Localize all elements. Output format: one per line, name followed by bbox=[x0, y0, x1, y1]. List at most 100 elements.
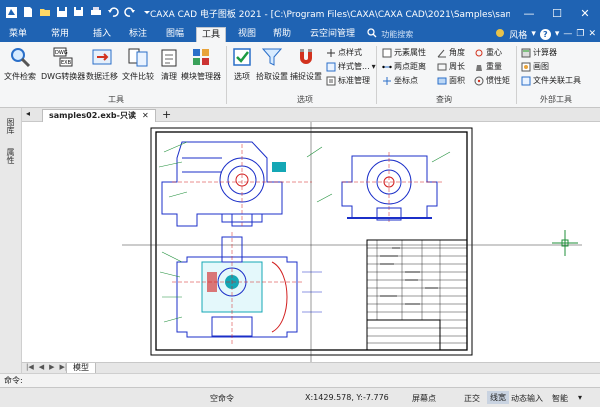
tab-insert[interactable]: 插入 bbox=[93, 29, 112, 39]
smart-snap-dropdown[interactable]: 智能 bbox=[552, 394, 568, 403]
style-dropdown[interactable]: 风格 bbox=[509, 30, 528, 41]
style-manager-icon bbox=[326, 62, 336, 71]
area-icon bbox=[437, 77, 447, 84]
left-panel-tabs: 图库 属性 bbox=[0, 108, 22, 373]
checkbox-icon bbox=[233, 48, 251, 66]
angle-button[interactable]: 角度 bbox=[437, 47, 465, 58]
module-manager-button[interactable]: 模块管理器 bbox=[181, 46, 221, 82]
help-icon[interactable]: ? bbox=[539, 28, 551, 40]
data-migration-button[interactable]: 数据迁移 bbox=[86, 46, 118, 82]
new-file-icon[interactable] bbox=[21, 5, 35, 19]
redo-icon[interactable] bbox=[123, 5, 137, 19]
file-compare-icon bbox=[128, 48, 148, 67]
centroid-button[interactable]: 重心 bbox=[474, 47, 502, 58]
chevron-left-icon[interactable]: ◂ bbox=[26, 109, 31, 118]
area-button[interactable]: 面积 bbox=[437, 75, 465, 86]
options-button[interactable]: 选项 bbox=[231, 46, 253, 82]
dynamic-input-toggle[interactable]: 动态输入 bbox=[511, 394, 543, 403]
ortho-toggle[interactable]: 正交 bbox=[464, 394, 480, 403]
section-view bbox=[159, 232, 322, 344]
tab-tools[interactable]: 工具 bbox=[196, 27, 227, 42]
search-input[interactable]: 功能搜索 bbox=[381, 29, 414, 39]
front-view bbox=[158, 141, 312, 227]
file-association-button[interactable]: 文件关联工具 bbox=[521, 75, 581, 86]
calculator-button[interactable]: 计算器 bbox=[521, 47, 557, 58]
center-crosshair-lines bbox=[122, 118, 582, 362]
group-separator bbox=[516, 46, 517, 104]
purge-button[interactable]: 清理 bbox=[158, 46, 180, 82]
save-as-icon[interactable] bbox=[72, 5, 86, 19]
screen-point-toggle[interactable]: 屏幕点 bbox=[412, 394, 436, 403]
pick-settings-button[interactable]: 拾取设置 bbox=[256, 46, 288, 82]
new-tab-button[interactable]: + bbox=[162, 108, 172, 121]
snap-settings-button[interactable]: 捕捉设置 bbox=[290, 46, 322, 82]
file-compare-button[interactable]: 文件比较 bbox=[122, 46, 154, 82]
tab-annotate[interactable]: 标注 bbox=[129, 29, 148, 39]
ribbon-minimize-icon[interactable]: — bbox=[563, 29, 573, 39]
perimeter-icon bbox=[437, 63, 447, 70]
command-prompt: 命令: bbox=[4, 376, 23, 385]
tab-sheet[interactable]: 图幅 bbox=[166, 29, 185, 39]
search-icon[interactable] bbox=[367, 27, 377, 41]
chevron-down-icon[interactable]: ▾ bbox=[578, 393, 583, 402]
options-group-label: 选项 bbox=[297, 95, 313, 104]
first-sheet-icon[interactable]: |◀ bbox=[26, 363, 34, 371]
save-icon[interactable] bbox=[55, 5, 69, 19]
tab-view[interactable]: 视图 bbox=[238, 29, 257, 39]
ribbon-close-icon[interactable]: ✕ bbox=[588, 29, 596, 39]
open-folder-icon[interactable] bbox=[38, 5, 52, 19]
maximize-button[interactable]: ☐ bbox=[552, 6, 562, 20]
cursor-crosshair bbox=[552, 230, 578, 256]
ribbon-restore-icon[interactable]: ❐ bbox=[576, 29, 585, 39]
paint-button[interactable]: 画图 bbox=[521, 61, 549, 72]
last-sheet-icon[interactable]: ▶| bbox=[59, 363, 68, 371]
tab-menu[interactable]: 菜单 bbox=[9, 29, 28, 39]
chevron-down-icon[interactable]: ▾ bbox=[531, 29, 536, 39]
tab-help[interactable]: 帮助 bbox=[273, 29, 292, 39]
previous-sheet-icon[interactable]: ◀ bbox=[38, 363, 45, 371]
tab-cloud-space[interactable]: 云空间管理 bbox=[310, 29, 356, 39]
coordinate-point-button[interactable]: 坐标点 bbox=[382, 75, 418, 86]
style-manager-button[interactable]: 样式管... ▾ bbox=[326, 61, 376, 72]
minimize-button[interactable]: — bbox=[523, 6, 535, 20]
document-tab-label: samples02.exb-只读 bbox=[49, 111, 136, 120]
window-title: CAXA CAD 电子图板 2021 - [C:\Program Files\C… bbox=[150, 10, 510, 20]
tab-common[interactable]: 常用 bbox=[51, 29, 70, 39]
document-tab[interactable]: samples02.exb-只读 ✕ bbox=[42, 109, 156, 122]
close-tab-icon[interactable]: ✕ bbox=[141, 111, 149, 120]
side-view bbox=[341, 152, 442, 224]
standard-manager-button[interactable]: 标准管理 bbox=[326, 75, 370, 86]
print-icon[interactable] bbox=[89, 5, 103, 19]
distance-icon bbox=[382, 65, 392, 68]
file-association-icon bbox=[521, 76, 531, 85]
title-block bbox=[366, 239, 468, 351]
status-bar: 空命令 X:1429.578, Y:-7.776 屏幕点 正交 线宽 动态输入 … bbox=[0, 387, 600, 407]
undo-icon[interactable] bbox=[106, 5, 120, 19]
style-icon bbox=[495, 28, 505, 41]
two-point-distance-button[interactable]: 两点距离 bbox=[382, 61, 426, 72]
centroid-icon bbox=[475, 49, 483, 56]
paint-icon bbox=[521, 62, 531, 71]
next-sheet-icon[interactable]: ▶ bbox=[49, 363, 55, 371]
quick-access-toolbar bbox=[4, 5, 154, 19]
inertia-icon bbox=[474, 76, 484, 85]
app-logo-icon bbox=[4, 5, 18, 19]
ribbon-right-controls: 功能搜索 风格 ▾ ? ▾ — ❐ ✕ bbox=[367, 26, 596, 42]
module-manager-icon bbox=[193, 49, 209, 65]
customize-toolbar-icon[interactable] bbox=[140, 5, 154, 19]
drawing-canvas[interactable] bbox=[22, 118, 600, 362]
perimeter-button[interactable]: 周长 bbox=[437, 61, 465, 72]
properties-tab[interactable]: 属性 bbox=[6, 148, 15, 164]
file-search-button[interactable]: 文件检索 bbox=[4, 46, 36, 82]
close-button[interactable]: ✕ bbox=[580, 6, 590, 20]
element-properties-button[interactable]: 元素属性 bbox=[382, 47, 426, 58]
command-line[interactable]: 命令: bbox=[0, 373, 600, 387]
point-style-button[interactable]: 点样式 bbox=[326, 47, 362, 58]
chevron-down-icon[interactable]: ▾ bbox=[554, 29, 560, 39]
lineweight-toggle[interactable]: 线宽 bbox=[487, 391, 509, 404]
library-tab[interactable]: 图库 bbox=[6, 118, 15, 134]
chevron-down-icon[interactable]: ▾ bbox=[371, 62, 376, 71]
moment-of-inertia-button[interactable]: 惯性矩 bbox=[474, 75, 510, 86]
weight-button[interactable]: 重量 bbox=[474, 61, 502, 72]
